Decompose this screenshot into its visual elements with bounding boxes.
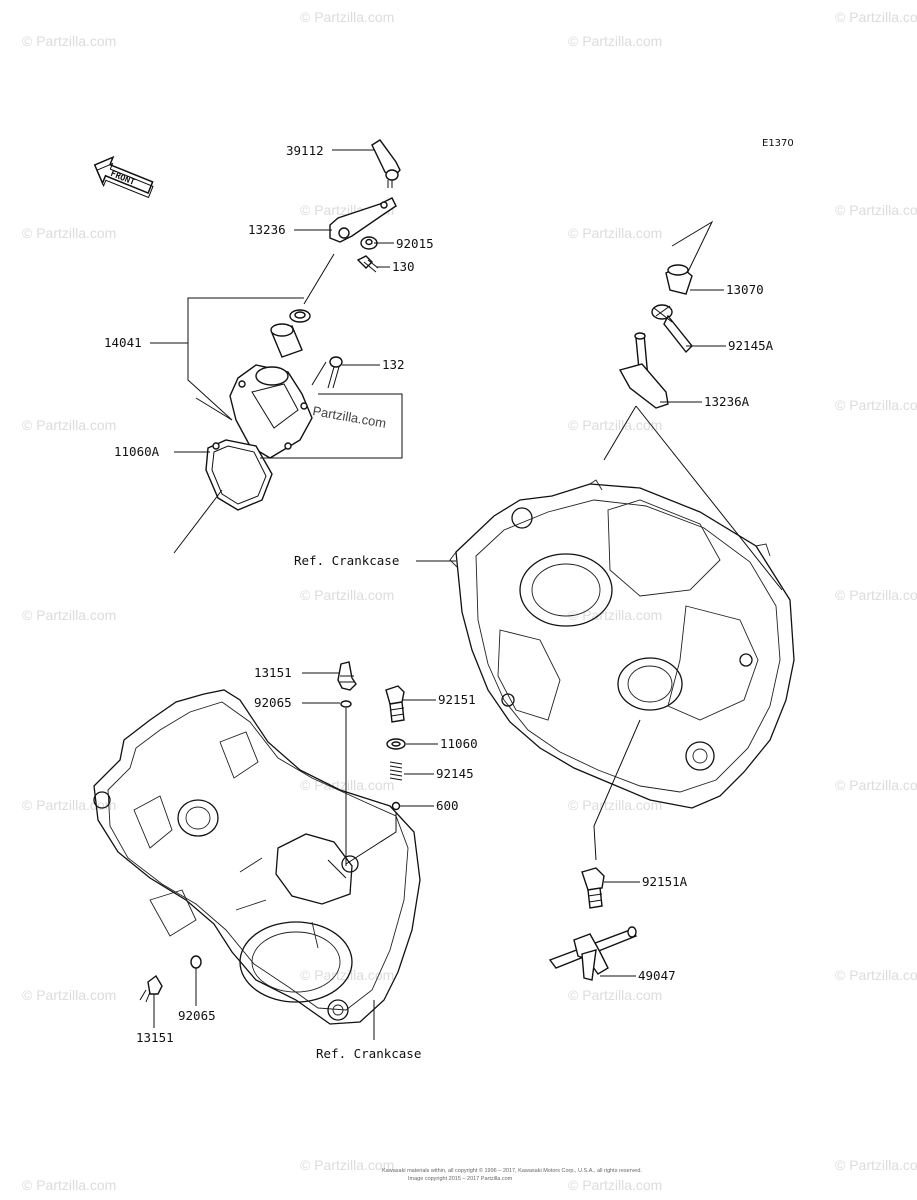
label-92065-bottom[interactable]: 92065 [178,1008,216,1023]
watermark-layer: © Partzilla.com © Partzilla.com © Partzi… [22,9,917,1193]
watermark: © Partzilla.com [835,587,917,603]
watermark: © Partzilla.com [835,397,917,413]
part-600-ball [391,801,401,811]
watermark: © Partzilla.com [568,417,662,433]
watermark: © Partzilla.com [300,587,394,603]
watermark: © Partzilla.com [835,9,917,25]
part-92151A [581,867,605,909]
watermark: © Partzilla.com [22,797,116,813]
part-39112 [371,139,401,188]
detent-parts [327,661,406,879]
part-130 [356,255,379,273]
label-13236[interactable]: 13236 [248,222,286,237]
part-49047-fork [548,926,638,981]
watermark: © Partzilla.com [300,9,394,25]
watermark: © Partzilla.com [300,777,394,793]
label-13151-bottom[interactable]: 13151 [136,1030,174,1045]
watermark: © Partzilla.com [300,967,394,983]
label-13151-top[interactable]: 13151 [254,665,292,680]
footer-line: Kawasaki materials within, all copyright… [382,1167,642,1174]
label-11060[interactable]: 11060 [440,736,478,751]
part-11060A-gasket [205,439,273,511]
lower-left-parts [139,955,202,1003]
label-92065-top[interactable]: 92065 [254,695,292,710]
footer-copyright: Kawasaki materials within, all copyright… [382,1167,642,1182]
label-ref-crankcase-bottom[interactable]: Ref. Crankcase [316,1046,421,1061]
watermark: © Partzilla.com [22,225,116,241]
watermark: © Partzilla.com [835,202,917,218]
label-92015[interactable]: 92015 [396,236,434,251]
watermark: © Partzilla.com [568,987,662,1003]
watermark: © Partzilla.com [22,607,116,623]
shift-shaft-assembly [603,220,783,591]
part-13151-top [337,661,357,691]
leader-lines [150,149,726,1040]
watermark: © Partzilla.com [300,1157,394,1173]
watermark: © Partzilla.com [835,777,917,793]
watermark: © Partzilla.com [22,987,116,1003]
part-92145-spring [389,761,403,781]
label-132[interactable]: 132 [382,357,405,372]
watermark: © Partzilla.com [568,607,662,623]
part-seal [289,309,311,323]
label-13236A[interactable]: 13236A [704,394,750,409]
crankcase-left [93,689,421,1025]
watermark: © Partzilla.com [22,1177,116,1193]
label-ref-crankcase-top[interactable]: Ref. Crankcase [294,553,399,568]
part-13070 [665,264,693,295]
watermark: © Partzilla.com [835,967,917,983]
part-92065-top [340,700,352,708]
part-13236 [329,197,397,243]
watermark: © Partzilla.com [568,33,662,49]
watermark: © Partzilla.com [22,417,116,433]
part-11060 [386,738,406,750]
label-92145A[interactable]: 92145A [728,338,774,353]
shift-lever-assembly [173,139,403,554]
footer-line: Image copyright 2015 – 2017 Partzilla.co… [408,1176,513,1182]
watermark: © Partzilla.com [22,33,116,49]
label-13070[interactable]: 13070 [726,282,764,297]
watermark: © Partzilla.com [568,225,662,241]
front-arrow-icon: FRONT [93,155,154,199]
label-49047[interactable]: 49047 [638,968,676,983]
part-labels: 39112 13236 92015 130 14041 132 11060A 1… [104,143,774,1061]
label-600[interactable]: 600 [436,798,459,813]
label-11060A[interactable]: 11060A [114,444,160,459]
watermark: © Partzilla.com [568,797,662,813]
part-92145A [651,304,693,354]
label-39112[interactable]: 39112 [286,143,324,158]
diagram-code: E1370 [762,138,794,149]
label-92151[interactable]: 92151 [438,692,476,707]
label-92151A[interactable]: 92151A [642,874,688,889]
part-92151 [385,685,405,723]
label-130[interactable]: 130 [392,259,415,274]
watermark: © Partzilla.com [835,1157,917,1173]
part-13151-bottom [139,974,163,1003]
watermark-overlay: Partzilla.com [311,403,387,431]
part-13236A [618,332,669,409]
part-bushing [270,323,303,358]
part-132 [327,356,343,389]
part-14041-cover [229,364,313,459]
watermark: © Partzilla.com [568,1177,662,1193]
label-92145[interactable]: 92145 [436,766,474,781]
label-14041[interactable]: 14041 [104,335,142,350]
crankcase-right [449,479,795,809]
shift-fork-parts [548,719,641,981]
part-92065-bottom [190,955,202,969]
